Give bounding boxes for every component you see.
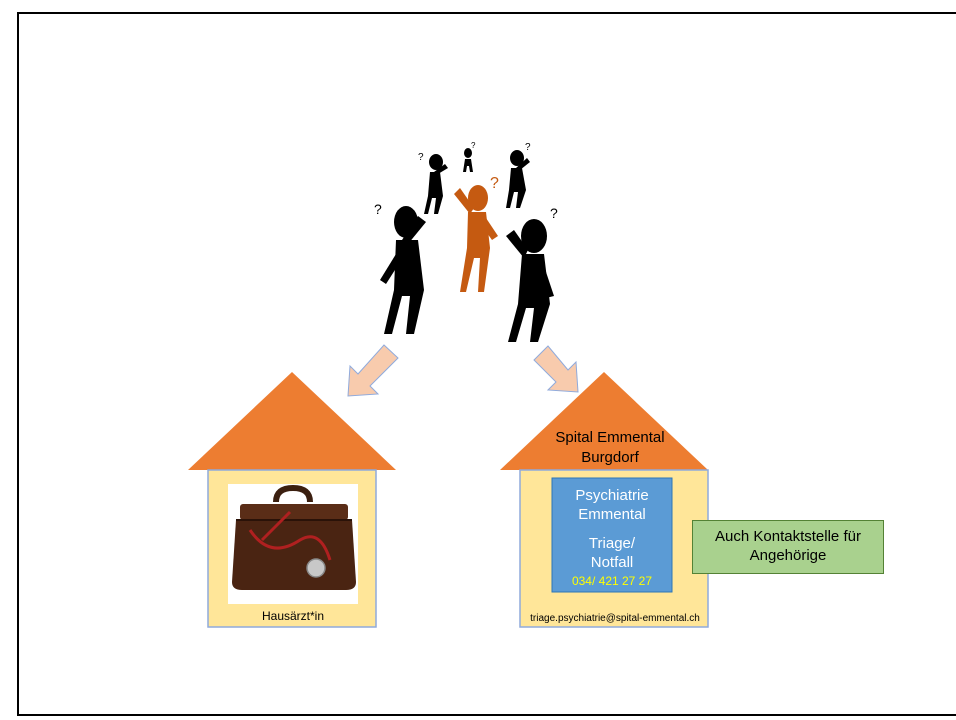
confused-people-group: ? ? ? ? — [374, 141, 558, 342]
svg-text:?: ? — [525, 142, 531, 153]
confused-person-icon: ? — [454, 175, 499, 292]
triage-email: triage.psychiatrie@spital-emmental.ch — [530, 613, 700, 624]
svg-text:?: ? — [418, 152, 424, 163]
confused-person-icon: ? — [374, 201, 426, 334]
triage-label: Triage/ Notfall — [552, 534, 672, 572]
triage-phone: 034/ 421 27 27 — [571, 574, 653, 588]
svg-text:?: ? — [374, 201, 382, 217]
house-gp-label: Hausärzt*in — [261, 609, 325, 623]
svg-text:?: ? — [471, 141, 476, 150]
confused-person-icon: ? — [418, 152, 448, 214]
house-gp — [188, 372, 396, 628]
confused-person-icon: ? — [463, 141, 476, 172]
psychiatry-title: Psychiatrie Emmental — [552, 486, 672, 524]
house-hospital-roof — [500, 372, 708, 470]
house-gp-roof — [188, 372, 396, 470]
triage-line1: Triage/ — [588, 535, 636, 552]
psychiatry-title-line1: Psychiatrie — [575, 487, 649, 504]
contact-note: Auch Kontaktstelle für Angehörige — [692, 527, 884, 565]
doctor-bag-icon — [228, 484, 358, 604]
confused-person-icon: ? — [506, 142, 531, 208]
hospital-name: Spital Emmental — [555, 429, 665, 446]
arrow-down-right-icon — [533, 345, 579, 393]
contact-note-line2: Angehörige — [749, 547, 827, 564]
contact-note-line1: Auch Kontaktstelle für — [715, 528, 861, 545]
slide-frame — [17, 12, 956, 716]
contact-note-box — [692, 520, 884, 574]
svg-text:?: ? — [490, 175, 499, 192]
triage-line2: Notfall — [590, 554, 634, 571]
confused-person-icon: ? — [506, 205, 558, 342]
hospital-location: Burgdorf — [581, 449, 639, 466]
psychiatry-title-line2: Emmental — [578, 506, 646, 523]
arrow-down-left-icon — [347, 344, 399, 397]
house-hospital — [500, 372, 709, 628]
psychiatry-box — [551, 477, 673, 593]
house-hospital-roof-label: Spital Emmental Burgdorf — [540, 428, 680, 468]
svg-text:?: ? — [550, 205, 558, 221]
